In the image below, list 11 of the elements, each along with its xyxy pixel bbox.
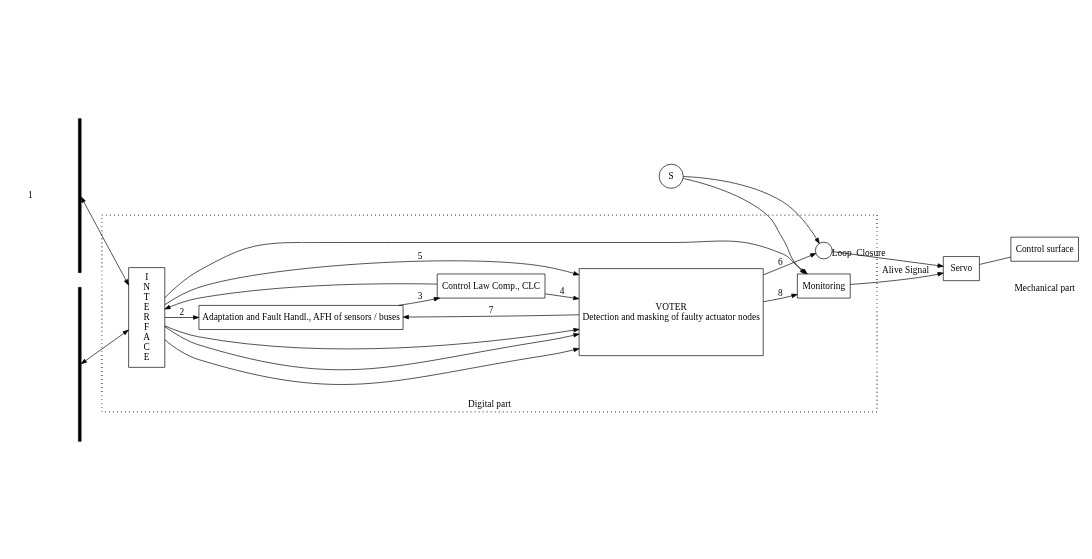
- edge-label: 6: [777, 256, 783, 267]
- label: 1: [27, 189, 33, 200]
- edge-label: 3: [417, 290, 423, 301]
- edge-label: 2: [179, 306, 185, 317]
- edge-label: 7: [488, 304, 494, 315]
- node-label: Loop Closure: [831, 247, 886, 258]
- label: Mechanical part: [1014, 282, 1075, 293]
- edge-label: 4: [559, 285, 565, 296]
- edge-label: 5: [417, 250, 423, 261]
- edge-label: 8: [777, 287, 783, 298]
- edge-label: Alive Signal: [881, 264, 929, 275]
